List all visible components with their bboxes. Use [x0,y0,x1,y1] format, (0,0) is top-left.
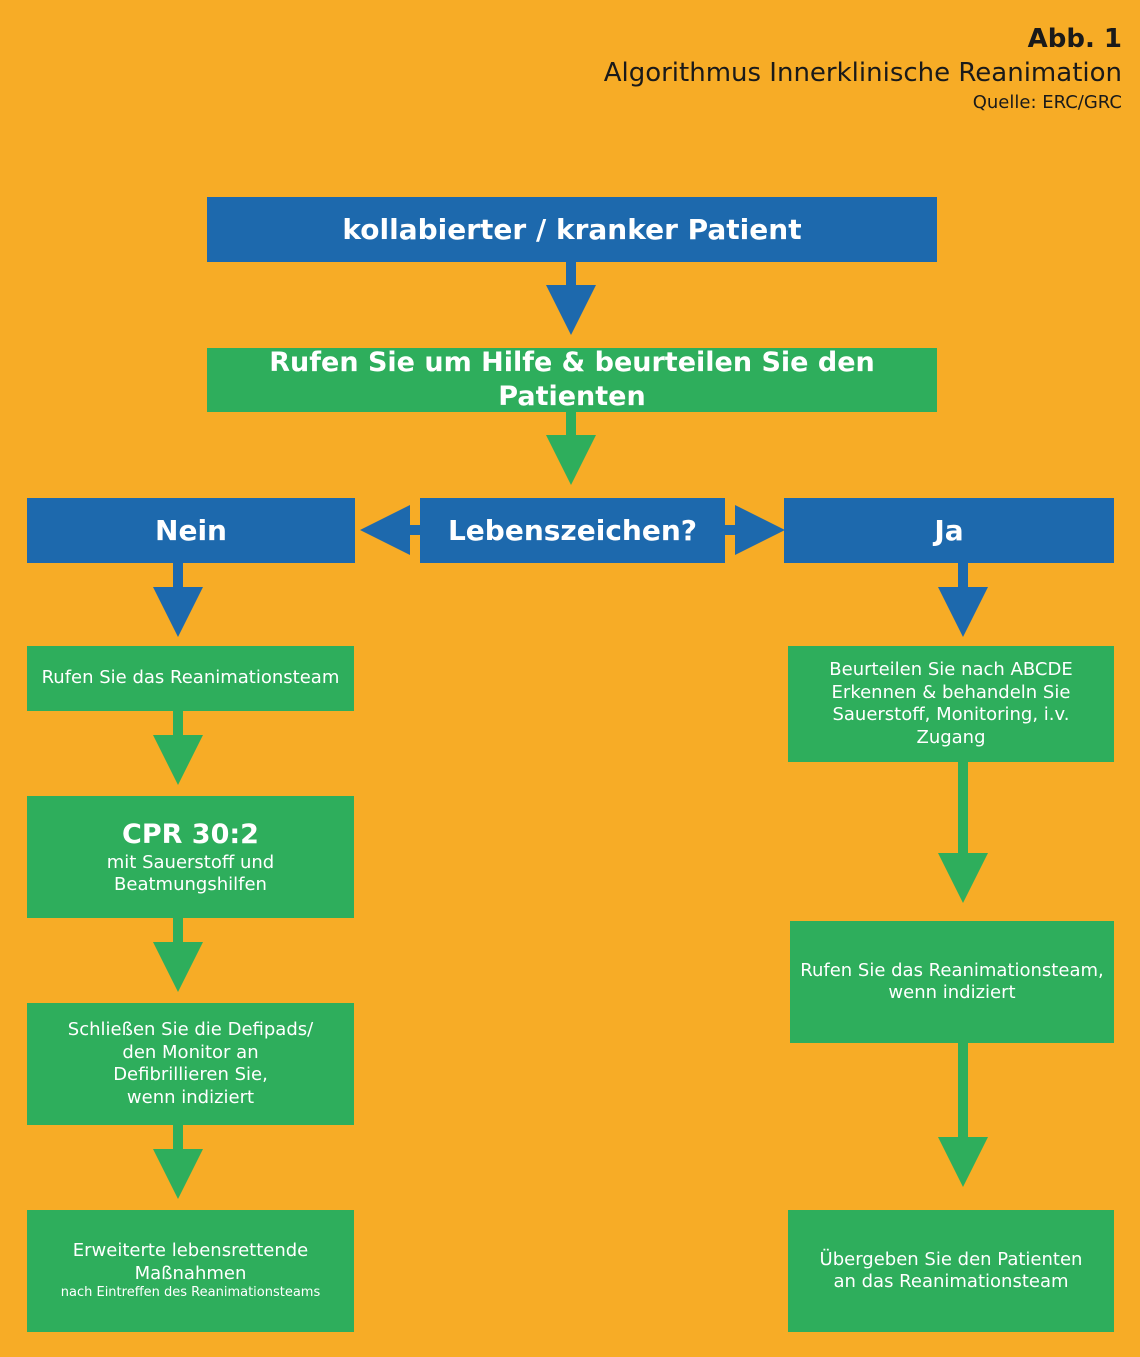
handover-box: Übergeben Sie den Patienten an das Reani… [788,1210,1114,1332]
als-line: Maßnahmen [134,1262,247,1284]
patient-label: kollabierter / kranker Patient [342,213,802,246]
cpr-line: Beatmungshilfen [114,874,267,895]
als-note: nach Eintreffen des Reanimationsteams [60,1285,321,1301]
no-box: Nein [27,498,355,563]
cpr-box: CPR 30:2 mit Sauerstoff und Beatmungshil… [27,796,354,918]
yes-label: Ja [934,514,964,547]
defib-line: den Monitor an [122,1041,259,1063]
figure-title: Algorithmus Innerklinische Reanimation [603,58,1122,88]
figure-source: Quelle: ERC/GRC [972,92,1122,113]
defib-line: Schließen Sie die Defipads/ [67,1019,314,1040]
call-team-box: Rufen Sie das Reanimationsteam [27,646,354,711]
call-team-if-line: Rufen Sie das Reanimationsteam, [800,959,1104,981]
call-team-if-line: wenn indiziert [888,982,1016,1003]
vital-signs-label: Lebenszeichen? [447,514,698,547]
figure-header: Abb. 1 Algorithmus Innerklinische Reanim… [604,22,1122,116]
abcde-box: Beurteilen Sie nach ABCDE Erkennen & beh… [788,646,1114,762]
als-box: Erweiterte lebensrettende Maßnahmen nach… [27,1210,354,1332]
defib-line: wenn indiziert [126,1086,255,1108]
handover-line: Übergeben Sie den Patienten [819,1248,1083,1270]
call-team-if-box: Rufen Sie das Reanimationsteam, wenn ind… [790,921,1114,1043]
patient-box: kollabierter / kranker Patient [207,197,937,262]
handover-line: an das Reanimationsteam [833,1271,1069,1292]
figure-label: Abb. 1 [1027,24,1122,54]
cpr-line: mit Sauerstoff und [106,851,275,873]
cpr-title: CPR 30:2 [122,818,259,850]
abcde-line: Beurteilen Sie nach ABCDE [829,659,1073,680]
abcde-line: Erkennen & behandeln Sie [831,681,1071,703]
yes-box: Ja [784,498,1114,563]
defib-line: Defibrillieren Sie, [113,1064,268,1085]
call-team-label: Rufen Sie das Reanimationsteam [41,667,340,689]
vital-signs-box: Lebenszeichen? [420,498,725,563]
no-label: Nein [155,514,227,547]
help-box: Rufen Sie um Hilfe & beurteilen Sie den … [207,347,937,412]
abcde-line: Sauerstoff, Monitoring, i.v. Zugang [832,704,1070,748]
als-line: Erweiterte lebensrettende [72,1240,309,1262]
help-label: Rufen Sie um Hilfe & beurteilen Sie den … [269,347,875,412]
defib-box: Schließen Sie die Defipads/ den Monitor … [27,1003,354,1125]
